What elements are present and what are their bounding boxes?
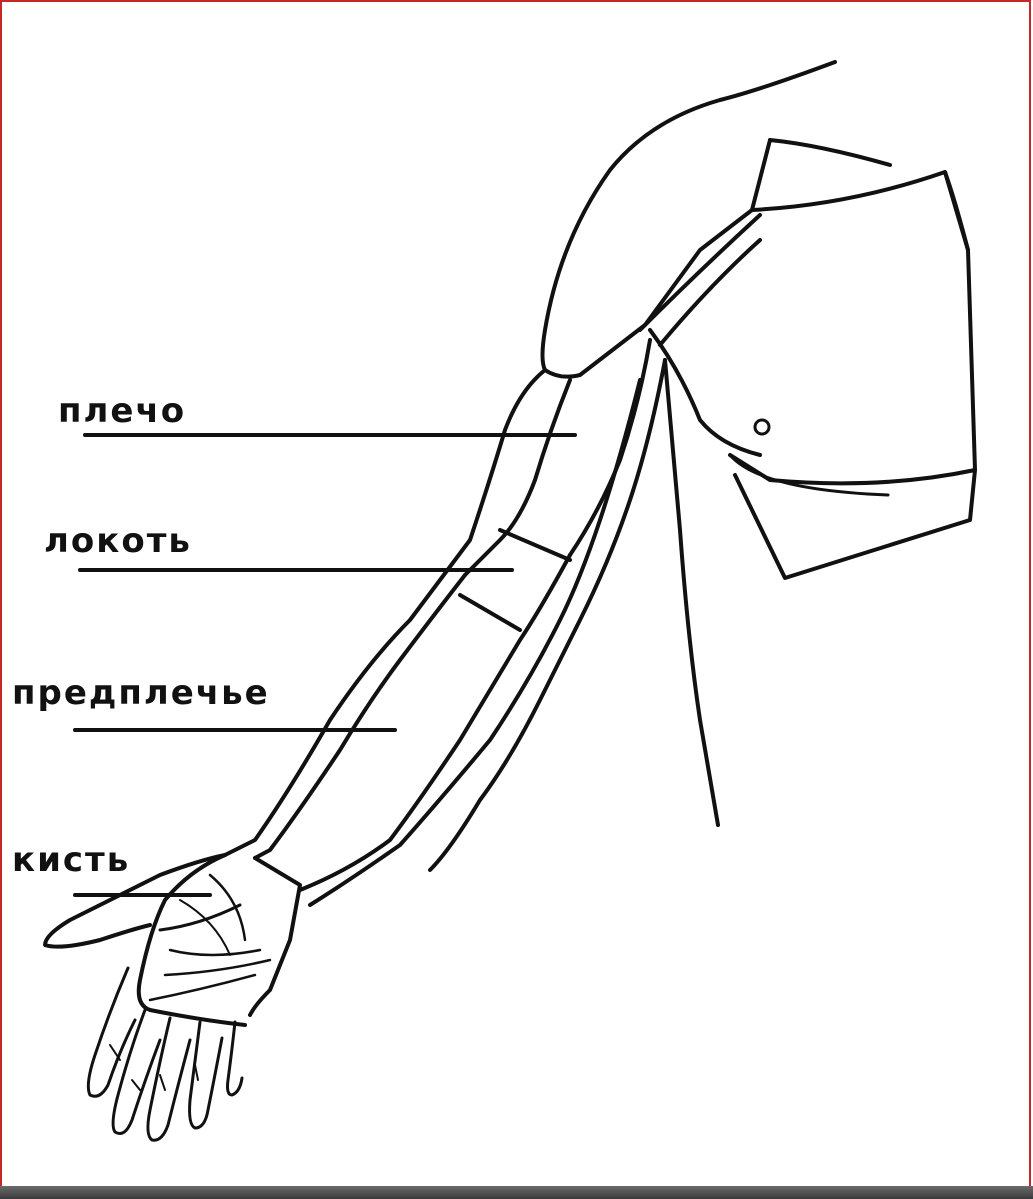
elbow-band-top — [500, 530, 570, 560]
elbow-band-bottom — [460, 595, 520, 630]
shoulder-cap — [543, 62, 836, 377]
label-hand: кисть — [12, 843, 130, 877]
upper-arm-outer — [225, 370, 545, 855]
forearm-line-1 — [255, 575, 465, 858]
fingers — [88, 968, 242, 1140]
bottom-edge-shadow — [0, 1186, 1033, 1199]
label-elbow: локоть — [44, 524, 192, 558]
upper-arm-inner-1 — [465, 380, 570, 575]
hand-outline — [45, 855, 300, 1025]
label-forearm: предплечье — [12, 676, 270, 710]
torso-outline — [730, 140, 975, 578]
forearm-line-3 — [310, 380, 640, 905]
upper-arm-band-top — [640, 215, 760, 330]
upper-arm-band-inner — [660, 240, 760, 345]
label-shoulder: плечо — [58, 394, 186, 428]
